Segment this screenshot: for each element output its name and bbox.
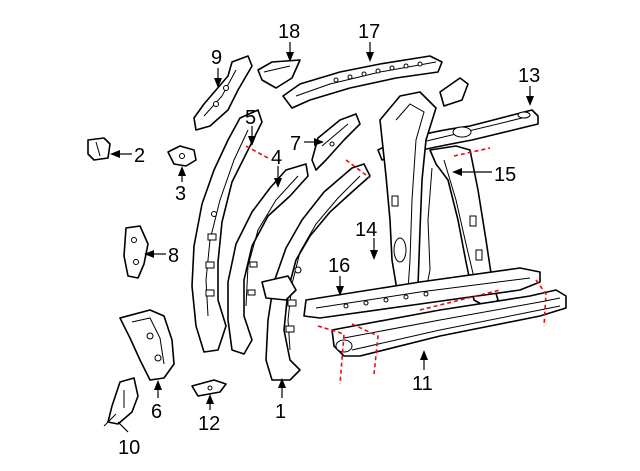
callout-12: 12 [198,413,220,435]
callout-6: 6 [151,401,162,423]
part-1-front-body-pillar [261,163,371,381]
part-4-front-pillar-inner [227,163,309,355]
part-2-bracket [87,137,111,161]
callout-17: 17 [358,21,380,43]
callout-16: 16 [328,255,350,277]
callout-2: 2 [134,145,145,167]
callout-13: 13 [518,65,540,87]
part-16-rocker-inner [303,267,541,319]
callout-1: 1 [275,401,286,423]
leader-lines [110,42,534,433]
part-3-bracket [167,145,197,167]
part-17-roof-rail-upper [282,55,443,109]
callout-5: 5 [245,107,256,129]
part-8-bracket [123,225,149,279]
callout-14: 14 [355,219,377,241]
part-10-lower-bracket [103,377,139,427]
part-18-bracket [257,59,301,89]
callout-labels: 1 2 3 4 5 6 7 8 9 10 11 12 13 14 15 16 1… [118,21,540,459]
callout-8: 8 [168,245,179,267]
part-11-rocker-panel [331,289,567,357]
callout-3: 3 [175,183,186,205]
part-5-front-pillar-outer [191,109,263,353]
cut-lines [245,145,547,385]
callout-18: 18 [278,21,300,43]
part-6-lower-reinforcement [119,309,175,381]
part-12-clip [191,379,227,397]
callout-11: 11 [412,373,433,395]
callout-9: 9 [211,47,222,69]
callout-4: 4 [271,147,282,169]
part-14-center-pillar [379,77,469,301]
callout-10: 10 [118,437,140,459]
callout-15: 15 [494,164,516,186]
part-7-upper-pillar [311,113,361,171]
callout-7: 7 [290,133,301,155]
